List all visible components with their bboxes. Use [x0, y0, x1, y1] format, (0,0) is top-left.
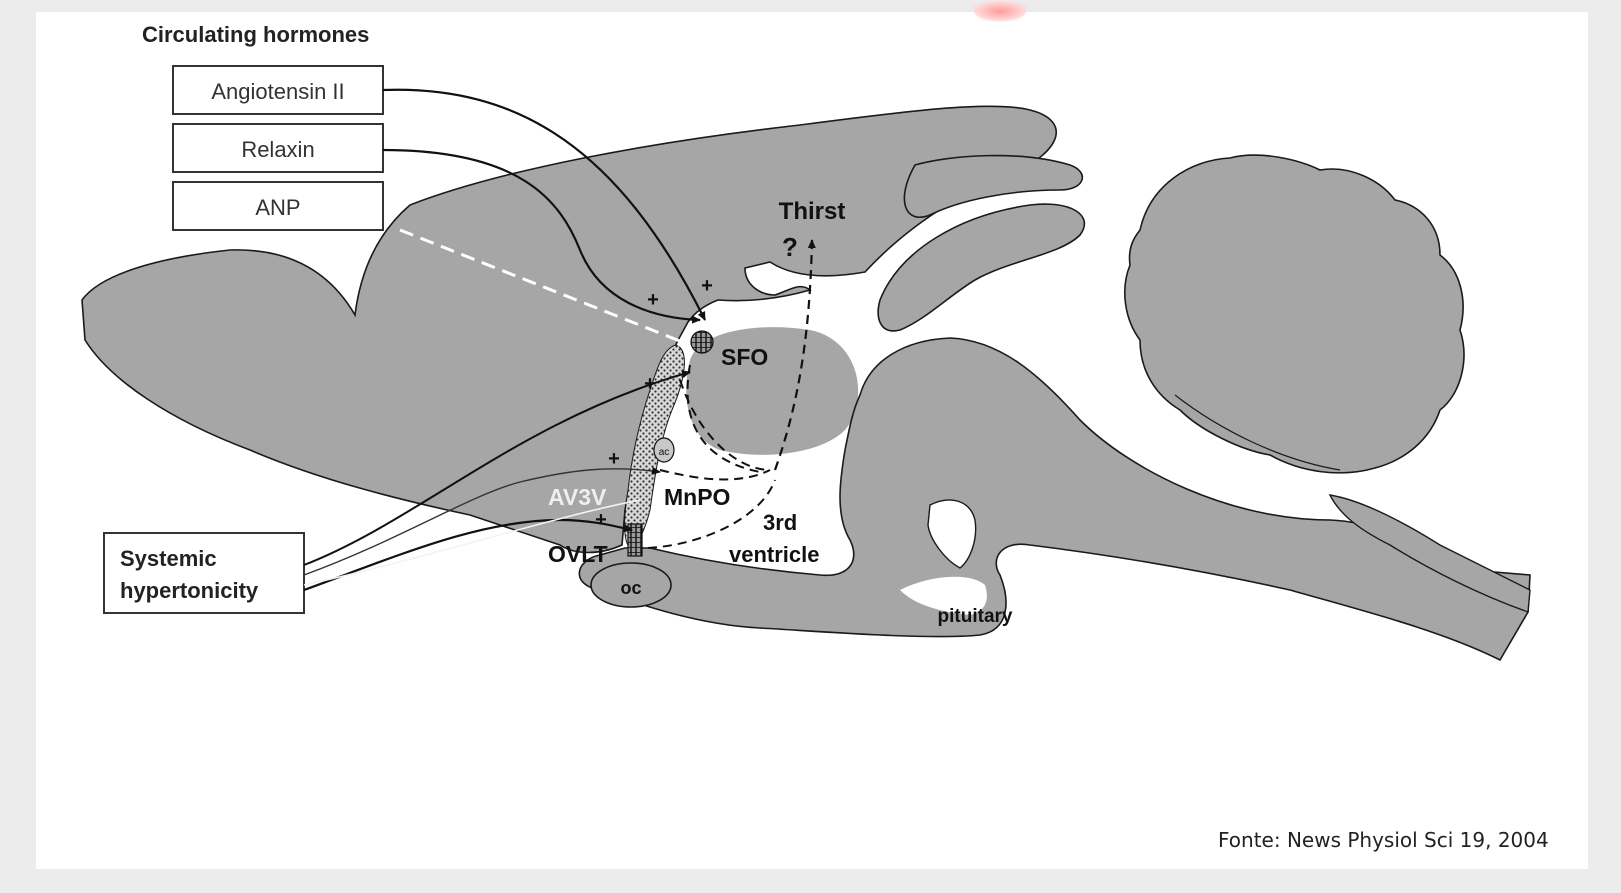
- sfo-label: SFO: [721, 344, 768, 370]
- ovlt-label: OVLT: [548, 541, 608, 567]
- mnpo-label: MnPO: [664, 484, 730, 510]
- stimulus-label-line2: hypertonicity: [120, 578, 259, 603]
- stimulus-label-line1: Systemic: [120, 546, 217, 571]
- thirst-label: Thirst: [779, 198, 846, 225]
- plus-sign: +: [647, 289, 659, 311]
- hormone-label-relaxin: Relaxin: [241, 137, 314, 162]
- plus-sign: +: [608, 448, 620, 470]
- plus-sign: +: [644, 373, 656, 395]
- thirst-question: ?: [782, 232, 798, 262]
- ac-label: ac: [659, 447, 670, 458]
- sfo-node: [691, 331, 713, 353]
- third-ventricle-label-1: 3rd: [763, 510, 797, 535]
- plus-sign: +: [595, 509, 607, 531]
- av3v-label: AV3V: [548, 484, 607, 510]
- source-citation: Fonte: News Physiol Sci 19, 2004: [1218, 828, 1549, 852]
- heading-label: Circulating hormones: [142, 22, 369, 47]
- oc-label: oc: [620, 578, 641, 598]
- third-ventricle-label-2: ventricle: [729, 542, 820, 567]
- hormone-label-anp: ANP: [255, 195, 300, 220]
- hormone-label-angiotensin: Angiotensin II: [211, 79, 344, 104]
- pituitary-label: pituitary: [938, 606, 1013, 627]
- cerebellum-shape: [1125, 155, 1464, 473]
- plus-sign: +: [701, 275, 713, 297]
